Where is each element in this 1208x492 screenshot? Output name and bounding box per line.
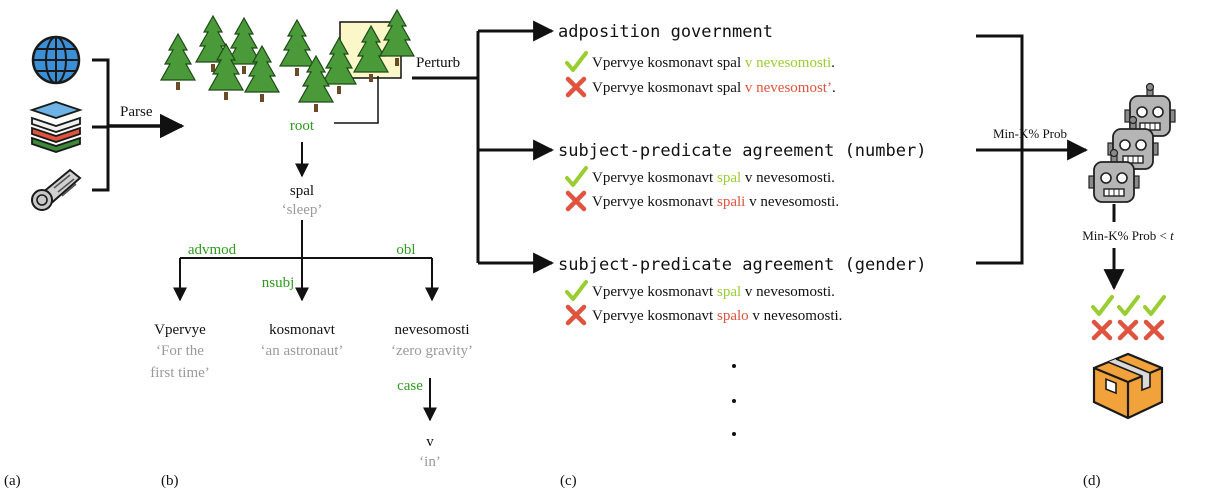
node-vpervye-gloss-2: first time’ <box>150 365 210 381</box>
newspaper-icon <box>31 168 82 211</box>
sentence-post: v nevesomosti. <box>749 308 843 324</box>
mink-label: Min-K% Prob <box>993 126 1067 141</box>
sentence-pre: Vpervye kosmonavt <box>592 308 717 324</box>
sentence-post: v nevesomosti. <box>745 194 839 210</box>
sentence-highlight: spali <box>717 194 745 210</box>
dependency-edges <box>173 220 439 422</box>
panel-label-c: (c) <box>560 473 577 489</box>
cross-icon <box>568 307 584 323</box>
sentence-post: v nevesomosti. <box>741 170 835 186</box>
sentence-post: . <box>832 80 836 96</box>
panel-label-a: (a) <box>4 473 21 489</box>
sources-bracket <box>92 58 185 192</box>
cross-icon <box>1094 322 1110 338</box>
sentence-pre: Vpervye kosmonavt <box>592 284 717 300</box>
head-gloss: ‘sleep’ <box>282 202 323 218</box>
ellipsis-dots <box>732 364 736 436</box>
cross-icon <box>1120 322 1136 338</box>
parse-label: Parse <box>120 104 153 120</box>
sentence-post: . <box>831 55 835 71</box>
check-icon <box>565 51 588 72</box>
check-icon <box>1091 295 1114 316</box>
relation-case: case <box>397 378 423 394</box>
cross-icon <box>568 79 584 95</box>
check-icon <box>565 166 588 187</box>
root-label: root <box>290 118 315 134</box>
globe-icon <box>31 35 81 85</box>
node-kosmonavt-gloss: ‘an astronaut’ <box>261 343 344 359</box>
perturb-connector <box>412 20 555 274</box>
head-word: spal <box>290 183 314 199</box>
node-kosmonavt-word: kosmonavt <box>269 322 336 338</box>
sentence-pre: Vpervye kosmonavt spal <box>592 55 745 71</box>
threshold-prefix: Min-K% Prob < <box>1082 228 1170 243</box>
perturb-label: Perturb <box>416 55 460 71</box>
bad-sentence: Vpervye kosmonavt spal v nevesomost’. <box>592 80 836 96</box>
phenomenon-title: subject-predicate agreement (gender) <box>558 255 926 275</box>
sentence-pre: Vpervye kosmonavt <box>592 170 717 186</box>
root-connector <box>334 76 379 124</box>
books-icon <box>29 101 83 153</box>
cross-icon <box>568 193 584 209</box>
phenomenon-title: adposition government <box>558 22 773 42</box>
check-icon <box>565 280 588 301</box>
package-icon <box>1092 352 1164 420</box>
sentence-highlight: v nevesomosti <box>745 55 831 71</box>
good-sentence: Vpervye kosmonavt spal v nevesomosti. <box>592 170 835 186</box>
phenomenon-title: subject-predicate agreement (number) <box>558 141 926 161</box>
panel-label-b: (b) <box>161 473 179 489</box>
bad-sentence: Vpervye kosmonavt spali v nevesomosti. <box>592 194 839 210</box>
node-nevesomosti-word: nevesomosti <box>395 322 470 338</box>
node-v-word: v <box>426 434 434 450</box>
node-nevesomosti-gloss: ‘zero gravity’ <box>391 343 473 359</box>
cross-icon <box>1146 322 1162 338</box>
sentence-highlight: v nevesomost’ <box>745 80 832 96</box>
good-sentence: Vpervye kosmonavt spal v nevesomosti. <box>592 55 835 71</box>
panel-label-d: (d) <box>1083 473 1101 489</box>
threshold-variable: t <box>1170 228 1174 243</box>
mink-connector <box>976 34 1089 265</box>
sentence-pre: Vpervye kosmonavt spal <box>592 80 745 96</box>
bad-sentence: Vpervye kosmonavt spalo v nevesomosti. <box>592 308 842 324</box>
check-icon <box>1117 295 1140 316</box>
sentence-highlight: spal <box>717 284 741 300</box>
sentence-highlight: spal <box>717 170 741 186</box>
good-sentence: Vpervye kosmonavt spal v nevesomosti. <box>592 284 835 300</box>
relation-advmod: advmod <box>188 242 237 258</box>
node-vpervye-gloss-1: ‘For the <box>156 343 204 359</box>
sentence-post: v nevesomosti. <box>741 284 835 300</box>
node-v-gloss: ‘in’ <box>419 454 441 470</box>
check-icon <box>1143 295 1166 316</box>
node-vpervye-word: Vpervye <box>154 322 206 338</box>
relation-obl: obl <box>396 242 415 258</box>
threshold-label: Min-K% Prob < t <box>1082 228 1174 243</box>
sentence-pre: Vpervye kosmonavt <box>592 194 717 210</box>
relation-nsubj: nsubj <box>262 275 295 291</box>
sentence-highlight: spalo <box>717 308 749 324</box>
